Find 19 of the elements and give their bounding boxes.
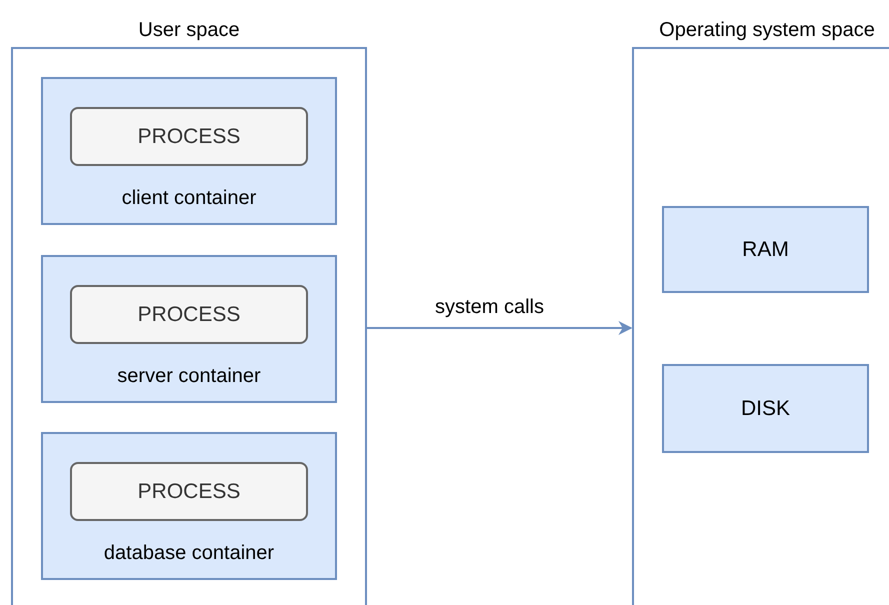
resource-box <box>662 206 869 293</box>
container-label: client container <box>120 186 258 211</box>
container-box <box>41 432 337 580</box>
process-label: PROCESS <box>138 302 240 328</box>
arrow <box>367 321 632 335</box>
process-box <box>70 107 308 166</box>
resource-box <box>662 364 869 453</box>
container-box <box>41 77 337 225</box>
container-box <box>41 255 337 403</box>
process-box <box>70 285 308 344</box>
process-label: PROCESS <box>138 478 240 505</box>
panel-title: User space <box>137 18 241 43</box>
process-box <box>70 462 308 521</box>
container-label: server container <box>116 364 262 389</box>
resource-label: RAM <box>742 236 789 263</box>
panel-title: Operating system space <box>658 18 876 43</box>
container-label: database container <box>102 541 276 566</box>
process-label: PROCESS <box>138 124 240 150</box>
resource-label: DISK <box>740 396 790 422</box>
